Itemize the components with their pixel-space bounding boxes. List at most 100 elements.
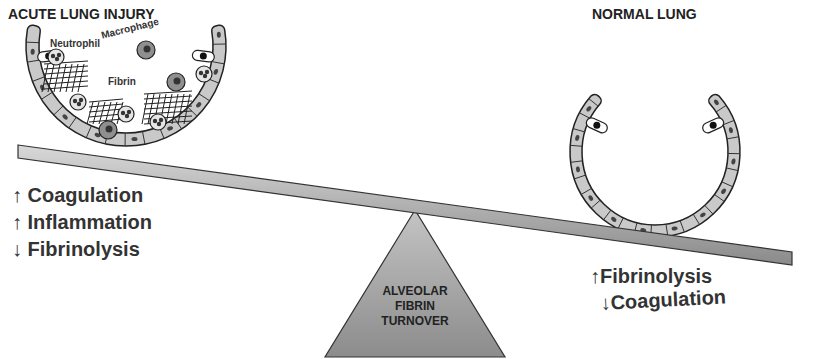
cell-border bbox=[574, 175, 585, 179]
capillary bbox=[585, 116, 609, 134]
cell-label: Fibrin bbox=[108, 76, 136, 87]
effect-label: ↑ Coagulation bbox=[12, 184, 143, 207]
nucleus-lobe bbox=[79, 98, 83, 102]
cell-border bbox=[618, 218, 623, 229]
cell-nucleus bbox=[728, 127, 733, 134]
fibrin-strand bbox=[44, 81, 88, 84]
cell-border bbox=[716, 105, 726, 112]
red-cell bbox=[593, 122, 600, 129]
cell-nucleus bbox=[217, 32, 221, 38]
fibrin-strand bbox=[44, 66, 88, 69]
effect-label: ↑Fibrinolysis bbox=[590, 265, 712, 288]
nucleus-lobe bbox=[157, 122, 161, 126]
fibrin-strand bbox=[178, 94, 184, 124]
cell-nucleus bbox=[610, 216, 617, 223]
alveolus-wall bbox=[570, 94, 740, 237]
cell-border bbox=[650, 225, 652, 237]
macrophage-cell bbox=[137, 41, 155, 59]
fibrin-strand bbox=[89, 99, 123, 102]
cell-border bbox=[69, 117, 76, 128]
fibrin-strand bbox=[166, 94, 172, 124]
red-cell bbox=[200, 53, 207, 60]
node-heading: NORMAL LUNG bbox=[592, 6, 752, 23]
cell-border bbox=[570, 145, 582, 147]
nucleus-lobe bbox=[199, 71, 203, 75]
nucleus-lobe bbox=[57, 53, 61, 57]
cell-border bbox=[32, 77, 44, 82]
nucleus-lobe bbox=[51, 54, 55, 58]
cell-border bbox=[54, 106, 63, 115]
fibrin-strand bbox=[144, 91, 192, 94]
cell-nucleus bbox=[576, 166, 581, 172]
cell-border bbox=[41, 92, 52, 99]
nucleus-lobe bbox=[203, 74, 207, 78]
cell-border bbox=[714, 194, 724, 201]
capillary bbox=[701, 116, 725, 134]
cell-border bbox=[212, 62, 225, 64]
fibrin-strand bbox=[144, 106, 192, 109]
cell-nucleus bbox=[131, 137, 137, 141]
cell-nucleus bbox=[713, 99, 720, 106]
cell-border bbox=[142, 131, 144, 144]
fibrin-strand bbox=[184, 94, 190, 124]
cell-nucleus bbox=[588, 194, 594, 201]
cell-border bbox=[591, 200, 600, 208]
cell-border bbox=[581, 188, 591, 194]
nucleus-lobe bbox=[127, 110, 131, 114]
capillary bbox=[192, 50, 215, 63]
alveolus-wall bbox=[26, 25, 226, 146]
nucleus-lobe bbox=[73, 99, 77, 103]
macrophage-nucleus bbox=[106, 126, 113, 133]
fibrin-strand bbox=[144, 111, 192, 114]
cell-border bbox=[604, 210, 611, 220]
nucleus-lobe bbox=[77, 102, 81, 106]
cell-border bbox=[705, 205, 713, 214]
cell-border bbox=[86, 126, 91, 138]
nucleus-lobe bbox=[125, 114, 129, 118]
node-shape bbox=[560, 2, 760, 242]
cell-nucleus bbox=[213, 68, 219, 75]
cell-border bbox=[693, 214, 699, 224]
neutrophil-cell bbox=[70, 94, 86, 110]
cell-border bbox=[27, 60, 40, 62]
fibrin-strand bbox=[172, 94, 178, 124]
cell-border bbox=[634, 223, 637, 235]
fulcrum-label: ALVEOLAR FIBRIN TURNOVER bbox=[375, 284, 455, 329]
cell-nucleus bbox=[671, 226, 678, 231]
cell-border bbox=[726, 168, 738, 171]
cell-nucleus bbox=[31, 49, 35, 55]
cell-border bbox=[125, 133, 126, 146]
cell-border bbox=[723, 120, 734, 124]
cell-nucleus bbox=[585, 105, 592, 112]
macrophage-cell bbox=[167, 73, 185, 91]
nucleus-lobe bbox=[159, 118, 163, 122]
macrophage-cell bbox=[99, 121, 117, 139]
alveolus-node: NORMAL LUNG bbox=[560, 2, 760, 242]
fibrin-strand bbox=[44, 71, 88, 74]
fulcrum-shape bbox=[325, 210, 505, 357]
node-heading: ACUTE LUNG INJURY bbox=[8, 6, 208, 23]
cell-border bbox=[213, 44, 226, 45]
fibrin-strand bbox=[44, 86, 88, 89]
cell-border bbox=[571, 161, 583, 162]
cell-border bbox=[573, 129, 585, 132]
cell-border bbox=[666, 224, 668, 236]
nucleus-lobe bbox=[121, 111, 125, 115]
epithelium-layer bbox=[26, 25, 226, 146]
cell-border bbox=[26, 42, 39, 43]
epithelium-layer bbox=[570, 94, 740, 237]
cell-nucleus bbox=[575, 135, 580, 142]
macrophage-nucleus bbox=[144, 46, 151, 53]
cell-nucleus bbox=[640, 227, 647, 232]
cell-border bbox=[680, 221, 684, 232]
cell-nucleus bbox=[699, 212, 706, 219]
cell-nucleus bbox=[720, 188, 727, 195]
cell-nucleus bbox=[731, 158, 736, 165]
alveolar-exudate bbox=[42, 41, 212, 139]
cell-border bbox=[728, 153, 740, 154]
fulcrum-triangle: ALVEOLAR FIBRIN TURNOVER bbox=[325, 210, 505, 358]
neutrophil-cell bbox=[150, 114, 166, 130]
cell-nucleus bbox=[62, 113, 69, 120]
nucleus-lobe bbox=[55, 57, 59, 61]
neutrophil-cell bbox=[196, 66, 212, 82]
